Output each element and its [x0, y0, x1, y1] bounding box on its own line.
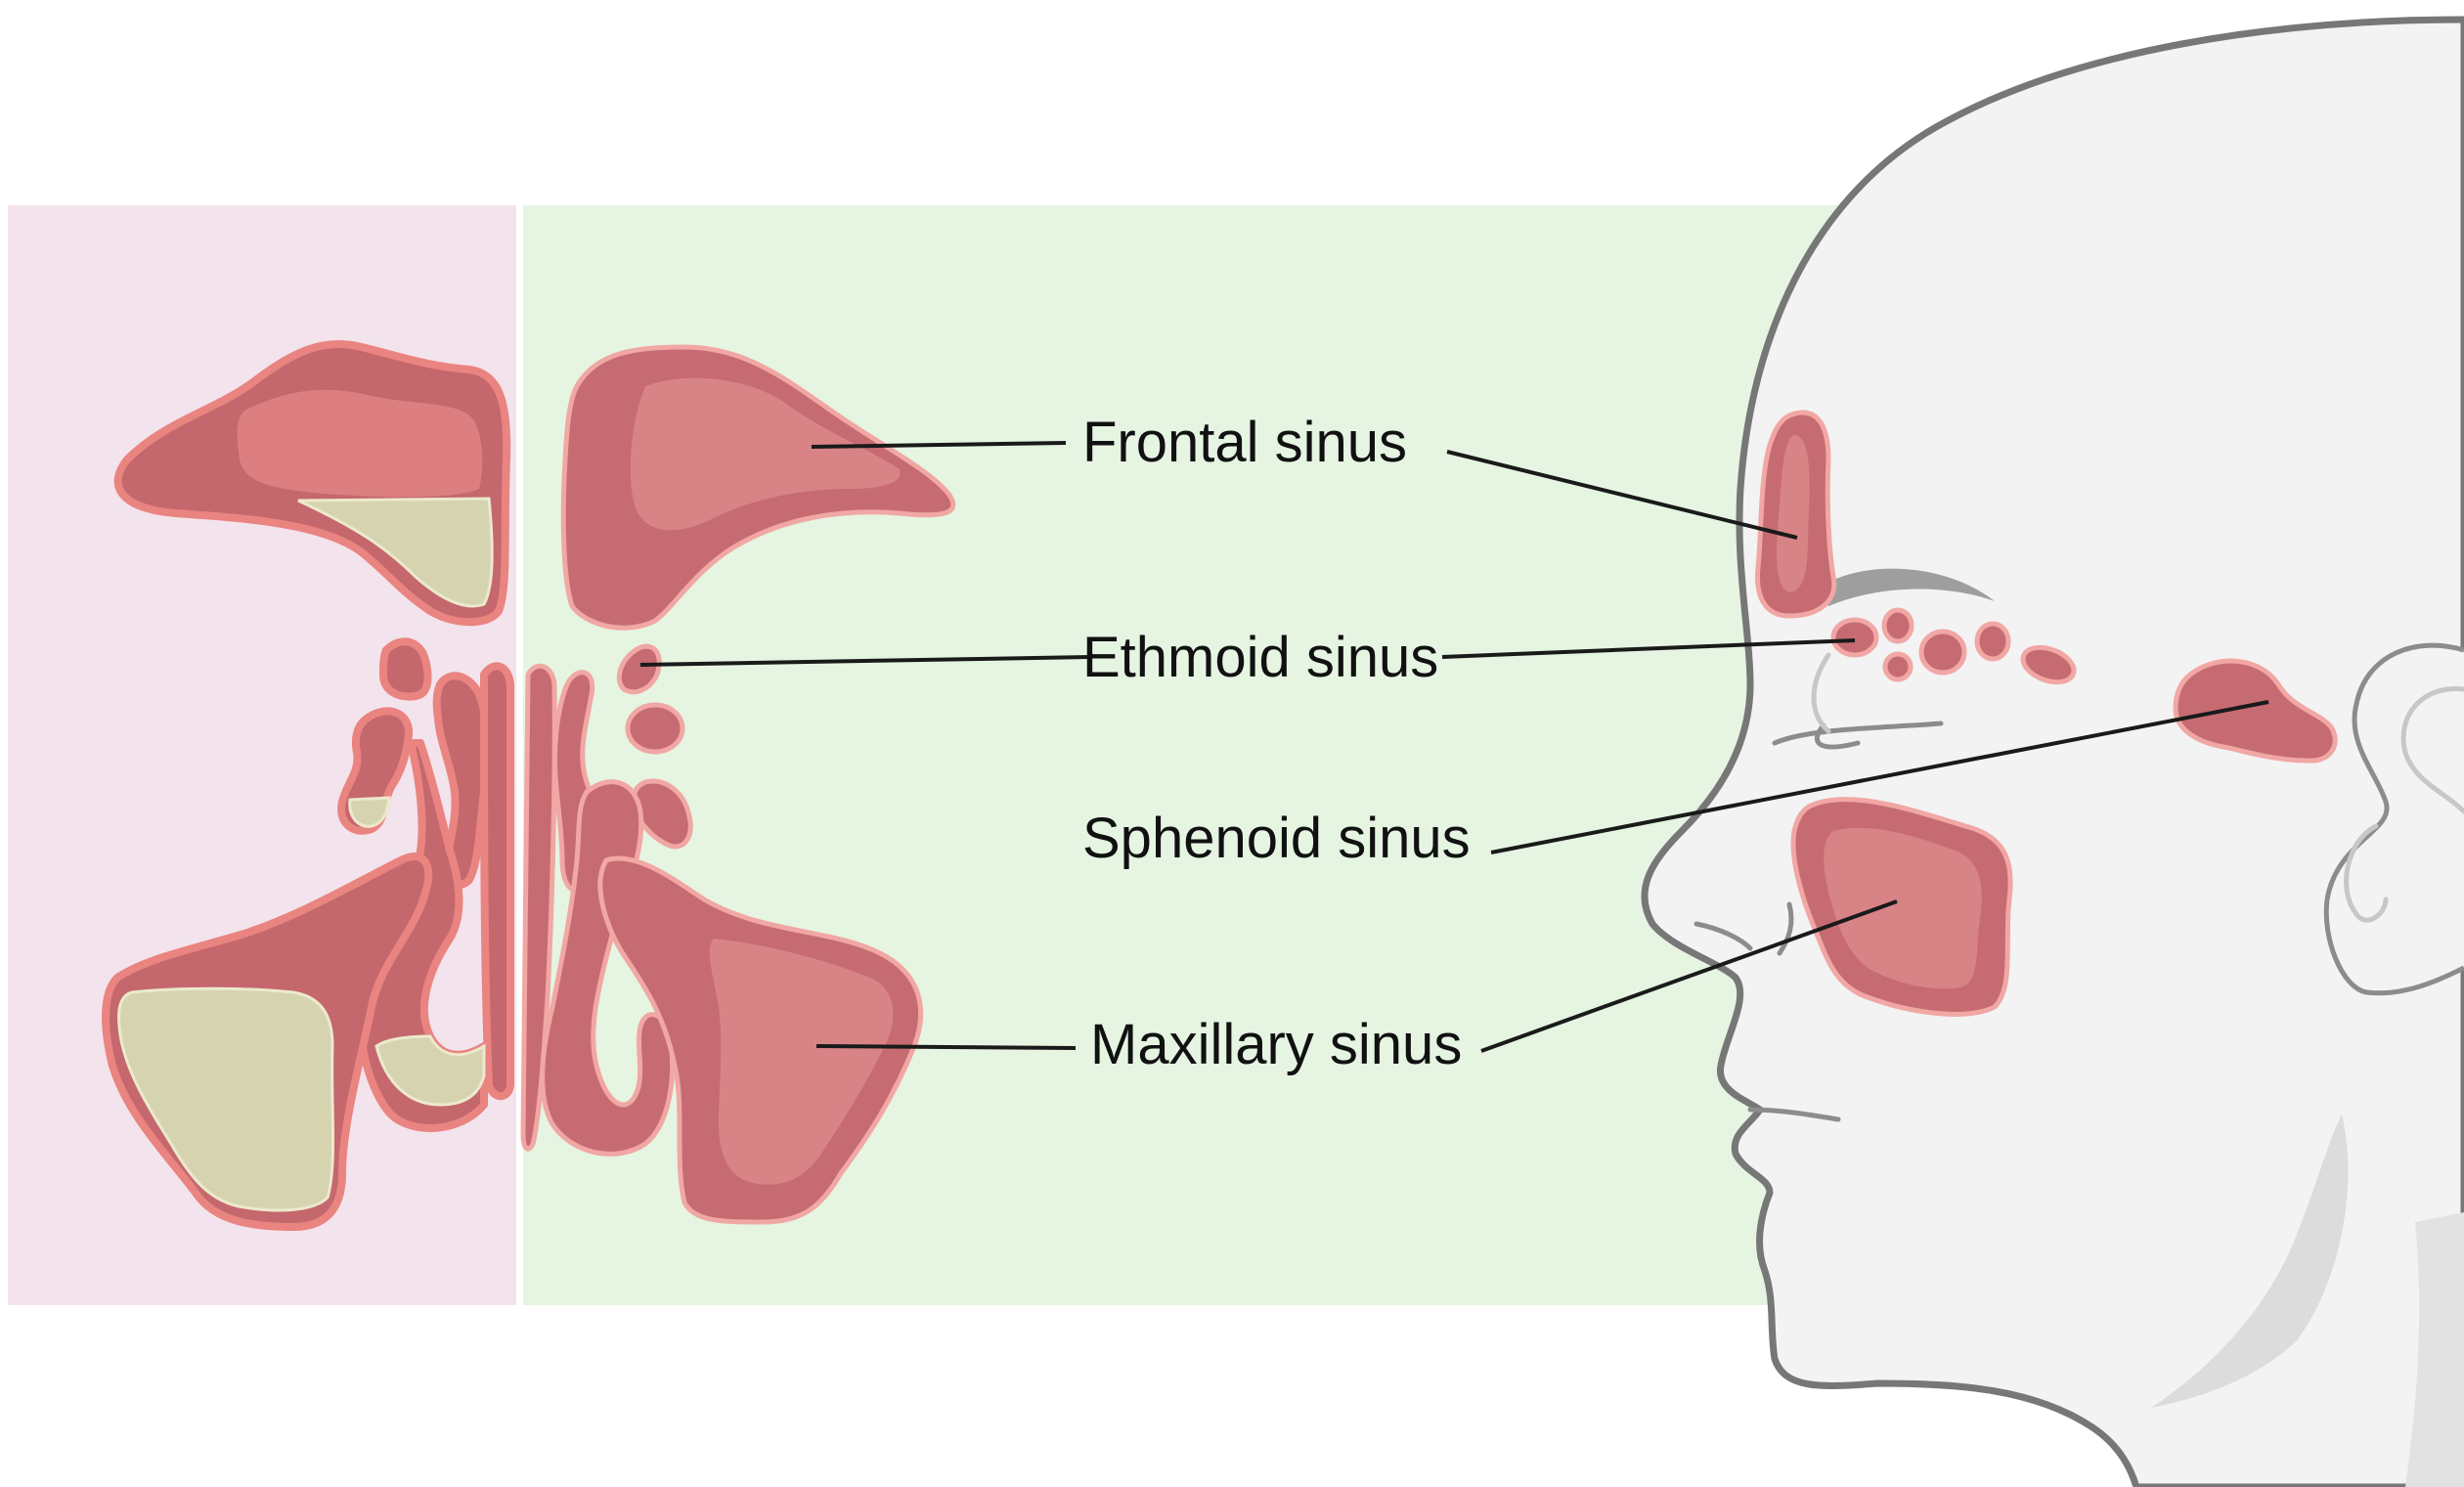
- nose-wing: [1777, 901, 1794, 956]
- normal-ethmoid-cell-2: [625, 702, 685, 755]
- ear: [2323, 642, 2464, 996]
- head-maxillary-sinus-core: [1824, 827, 1982, 989]
- eye: [1772, 721, 1944, 746]
- nostril: [1694, 921, 1753, 951]
- head-outline: [1641, 16, 2464, 1487]
- sphenoid-leader: [1490, 700, 2269, 854]
- inflamed-ethmoid-mucus: [348, 796, 391, 828]
- normal-maxillary-lumen: [709, 939, 894, 1185]
- labels: Frontal sinus Ethmoid sinus Sphenoid sin…: [1082, 411, 1471, 1076]
- head-ethmoid-cell-1: [1830, 617, 1879, 658]
- normal-frontal-lumen: [630, 377, 901, 531]
- ethmoid-leader-left: [639, 655, 1091, 667]
- frontal-leader-right: [1446, 450, 1798, 540]
- inflamed-maxillary-mucus: [117, 986, 335, 1212]
- neck-shadow: [2151, 1115, 2349, 1408]
- eyebrow: [1814, 568, 1995, 606]
- ethmoid-leader-right: [1441, 638, 1856, 659]
- sphenoid-sinus-label: Sphenoid sinus: [1082, 807, 1471, 870]
- head-ethmoid-cell-3: [1882, 651, 1914, 682]
- neck-back-shadow: [2405, 1212, 2464, 1487]
- ear-inner: [2400, 685, 2464, 814]
- head-sphenoid-sinus: [2173, 658, 2338, 764]
- normal-septum: [520, 663, 557, 1152]
- inflamed-ethmoid-cell-top: [379, 637, 432, 701]
- head-ethmoid-cell-6: [2020, 644, 2077, 685]
- maxillary-leader-right: [1480, 899, 1898, 1053]
- frontal-leader-left: [811, 441, 1067, 449]
- ear-outline: [2323, 642, 2464, 996]
- mouth: [1747, 1107, 1841, 1122]
- inflamed-lower-meatus-mucus: [374, 1034, 486, 1107]
- ear-lobe: [2344, 823, 2389, 923]
- inflamed-frontal-mucus: [297, 497, 494, 608]
- eye-lid: [1815, 722, 1861, 750]
- head-ethmoid-cell-2: [1881, 607, 1914, 644]
- eye-socket: [1811, 652, 1831, 734]
- head-frontal-sinus-core: [1776, 435, 1810, 592]
- head-ethmoid-cell-5: [1974, 621, 2011, 662]
- maxillary-sinus-label: Maxillary sinus: [1090, 1013, 1462, 1076]
- head-profile: [1641, 16, 2464, 1487]
- head-ethmoid-cell-4: [1918, 629, 1967, 676]
- leader-lines: [639, 441, 2269, 1053]
- inflamed-septum: [480, 662, 514, 1101]
- inflamed-frontal-lumen: [237, 389, 483, 498]
- normal-ethmoid-cell-1: [616, 643, 662, 695]
- frontal-sinus-label: Frontal sinus: [1082, 411, 1407, 474]
- ethmoid-sinus-label: Ethmoid sinus: [1082, 626, 1438, 689]
- maxillary-leader-left: [815, 1044, 1077, 1050]
- head-sinuses: [1754, 410, 2338, 1017]
- normal-sinuses: [520, 344, 956, 1225]
- inflamed-sinuses: [102, 340, 514, 1231]
